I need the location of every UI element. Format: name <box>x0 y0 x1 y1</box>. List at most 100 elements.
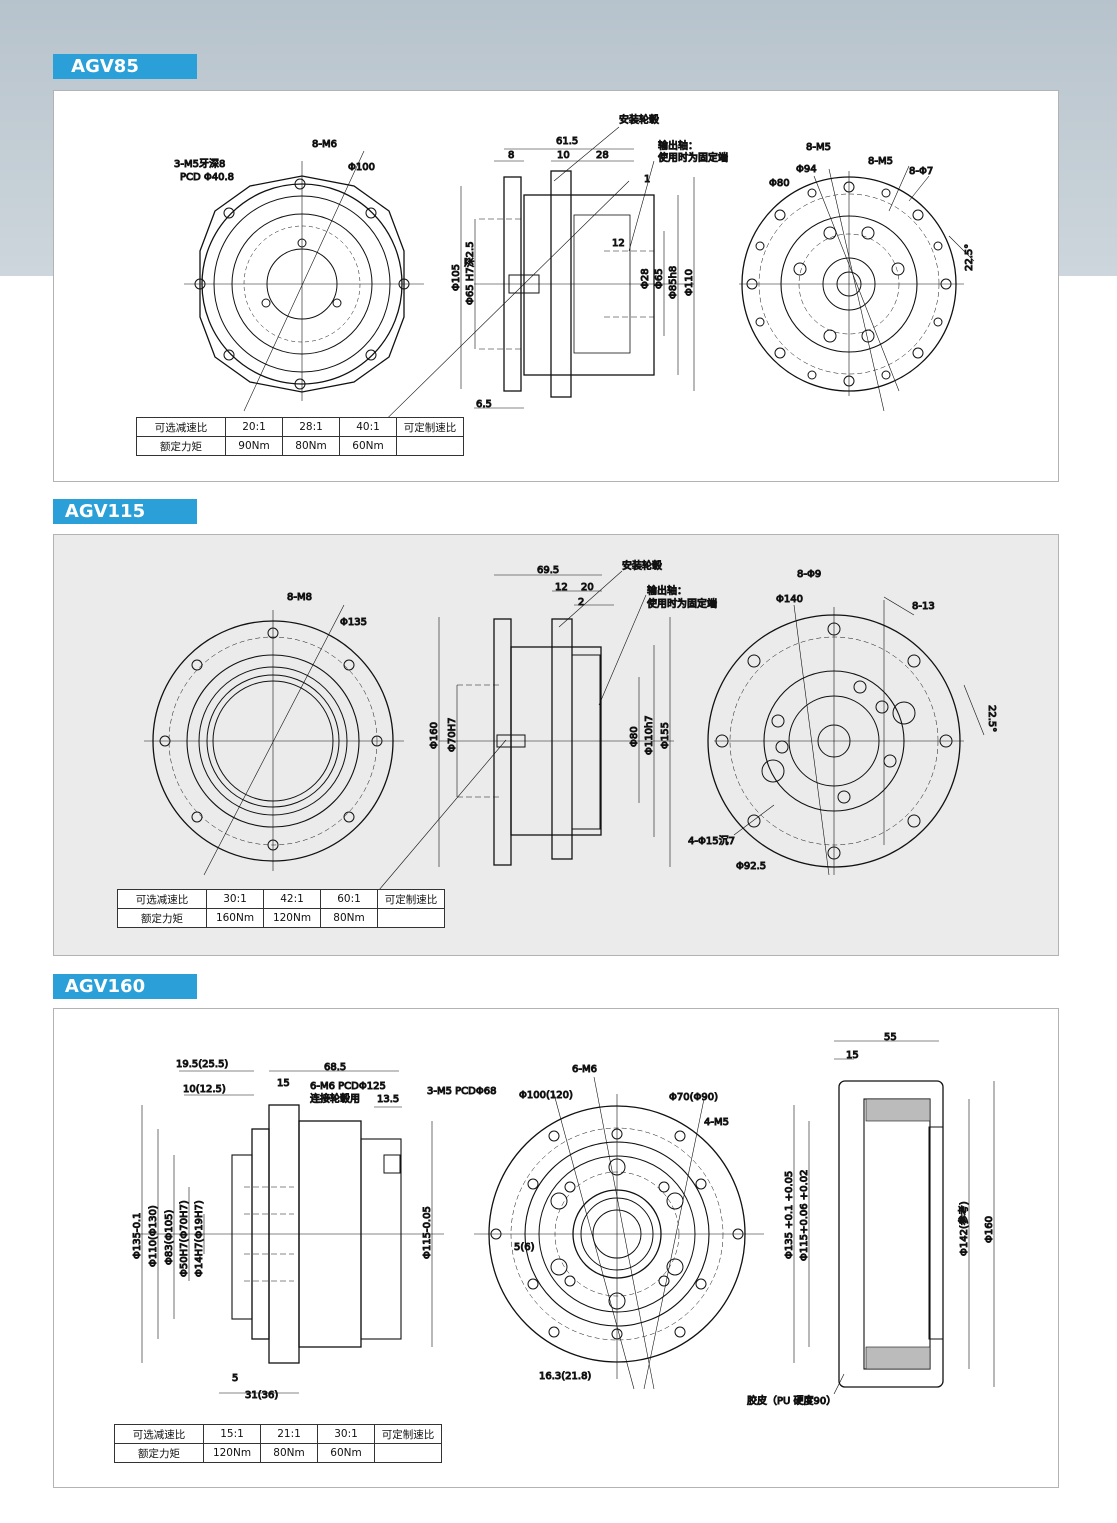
label-phi85h8: Φ85h8 <box>668 266 679 299</box>
label-w-phi142: Φ142(参考) <box>957 1201 970 1256</box>
drawing-panel-agv160: 19.5(25.5) 68.5 10(12.5) 15 6-M6 PCDΦ125… <box>53 1008 1059 1488</box>
table-cell: 可定制速比 <box>396 417 464 437</box>
table-cell: 额定力矩 <box>117 908 207 928</box>
table-cell: 120Nm <box>203 1443 261 1463</box>
table-cell <box>374 1443 442 1463</box>
label-phi110h7: Φ110h7 <box>644 715 655 755</box>
label-m6pcd: 6-M6 PCDΦ125 <box>310 1081 386 1092</box>
label-hub: 安装轮毂 <box>622 559 662 572</box>
label-w-phi115: Φ115+0.06 +0.02 <box>799 1170 810 1261</box>
label-hub-conn: 连接轮毂用 <box>310 1092 360 1105</box>
table-cell: 可选减速比 <box>114 1424 204 1444</box>
label-phi110: Φ110 <box>684 269 695 296</box>
label-phi80: Φ80 <box>629 726 640 747</box>
label-20: 20 <box>581 582 594 593</box>
label-phi14: Φ14H7(Φ19H7) <box>194 1200 205 1277</box>
label-8m8: 8-M8 <box>287 592 312 603</box>
table-cell: 21:1 <box>260 1424 318 1444</box>
section-tab-agv85: AGV85 <box>53 54 197 79</box>
label-phi28: Φ28 <box>640 268 651 289</box>
label-shaft-note: 使用时为固定端 <box>658 151 728 164</box>
table-cell: 60Nm <box>317 1443 375 1463</box>
side-view-agv115 <box>378 570 674 891</box>
wheel-section-agv160 <box>793 1040 995 1395</box>
front-view-agv115 <box>144 604 404 876</box>
label-angle: 22.5° <box>986 705 997 732</box>
label-13.5: 13.5 <box>377 1094 399 1105</box>
table-cell: 30:1 <box>317 1424 375 1444</box>
table-cell: 40:1 <box>339 417 397 437</box>
label-12: 12 <box>612 238 625 249</box>
label-phi105: Φ105 <box>451 264 462 291</box>
label-1: 1 <box>644 174 650 185</box>
label-phi65h7: Φ65 H7深2.5 <box>464 241 476 305</box>
label-phi94: Φ94 <box>796 164 817 175</box>
section-tab-agv160: AGV160 <box>53 974 197 999</box>
drawing-panel-agv85: 8-M6 3-M5牙深8 PCD Φ40.8 Φ100 <box>53 90 1059 482</box>
table-row: 额定力矩 90Nm 80Nm 60Nm <box>136 436 464 456</box>
spec-table-agv115: 可选减速比 30:1 42:1 60:1 可定制速比 额定力矩 160Nm 12… <box>117 889 445 928</box>
label-m5pcd: 3-M5 PCDΦ68 <box>427 1086 496 1097</box>
label-61.5: 61.5 <box>556 136 578 147</box>
label-5: 5 <box>232 1373 238 1384</box>
label-4phi15: 4-Φ15沉7 <box>688 834 735 847</box>
table-cell: 可定制速比 <box>377 889 445 909</box>
label-phi50: Φ50H7(Φ70H7) <box>179 1200 190 1277</box>
label-2: 2 <box>578 597 584 608</box>
table-cell: 15:1 <box>203 1424 261 1444</box>
label-phi83: Φ83(Φ105) <box>164 1210 175 1265</box>
table-cell: 90Nm <box>225 436 283 456</box>
label-8-13: 8-13 <box>912 601 935 612</box>
label-16.3: 16.3(21.8) <box>539 1371 591 1382</box>
label-phi135: Φ135-0.1 <box>132 1213 143 1259</box>
drawing-agv85: 8-M6 3-M5牙深8 PCD Φ40.8 Φ100 <box>174 113 976 452</box>
table-cell: 160Nm <box>206 908 264 928</box>
table-row: 可选减速比 15:1 21:1 30:1 可定制速比 <box>114 1424 442 1444</box>
rear-view-agv115 <box>707 596 985 876</box>
label-6m6: 6-M6 <box>572 1064 597 1075</box>
table-cell: 60:1 <box>320 889 378 909</box>
label-10: 10(12.5) <box>183 1084 226 1095</box>
label-3m5: 3-M5牙深8 <box>174 158 225 170</box>
label-phi160: Φ160 <box>429 722 440 749</box>
table-cell: 可选减速比 <box>136 417 226 437</box>
label-8m5-b: 8-M5 <box>868 156 893 167</box>
label-8phi7: 8-Φ7 <box>909 166 933 177</box>
label-6.5: 6.5 <box>476 399 492 410</box>
label-w-phi160: Φ160 <box>984 1216 995 1243</box>
front-view-agv160 <box>474 1076 764 1390</box>
label-15w: 15 <box>846 1050 859 1061</box>
table-cell: 120Nm <box>263 908 321 928</box>
table-cell <box>396 436 464 456</box>
label-12: 12 <box>555 582 568 593</box>
table-cell: 80Nm <box>260 1443 318 1463</box>
label-angle: 22.5° <box>964 244 975 271</box>
label-pcd: PCD Φ40.8 <box>180 172 234 183</box>
table-row: 额定力矩 160Nm 120Nm 80Nm <box>117 908 445 928</box>
label-shaft: 输出轴： <box>658 139 698 152</box>
label-phi65: Φ65 <box>654 268 665 289</box>
label-shaft-note: 使用时为固定端 <box>647 597 717 610</box>
section-tab-agv115: AGV115 <box>53 499 197 524</box>
table-row: 可选减速比 20:1 28:1 40:1 可定制速比 <box>136 417 464 437</box>
table-cell: 可选减速比 <box>117 889 207 909</box>
front-view-agv85 <box>184 150 424 412</box>
label-phi110: Φ110(Φ130) <box>148 1205 159 1267</box>
table-row: 可选减速比 30:1 42:1 60:1 可定制速比 <box>117 889 445 909</box>
label-31: 31(36) <box>245 1390 278 1401</box>
table-cell: 额定力矩 <box>114 1443 204 1463</box>
table-cell: 额定力矩 <box>136 436 226 456</box>
label-19.5: 19.5(25.5) <box>176 1059 228 1070</box>
label-phi115: Φ115-0.05 <box>422 1206 433 1259</box>
label-28: 28 <box>596 150 609 161</box>
table-cell: 30:1 <box>206 889 264 909</box>
label-5-6: 5(6) <box>514 1242 535 1253</box>
drawing-panel-agv115: 8-M8 Φ135 69.5 12 20 2 安装轮毂 <box>53 534 1059 956</box>
label-pu: 胶皮（PU 硬度90） <box>747 1394 836 1407</box>
table-cell: 28:1 <box>282 417 340 437</box>
side-view-agv85 <box>353 126 695 452</box>
label-phi92.5: Φ92.5 <box>736 861 766 872</box>
label-phi135: Φ135 <box>340 617 367 628</box>
side-view-agv160 <box>134 1070 444 1394</box>
table-cell: 42:1 <box>263 889 321 909</box>
